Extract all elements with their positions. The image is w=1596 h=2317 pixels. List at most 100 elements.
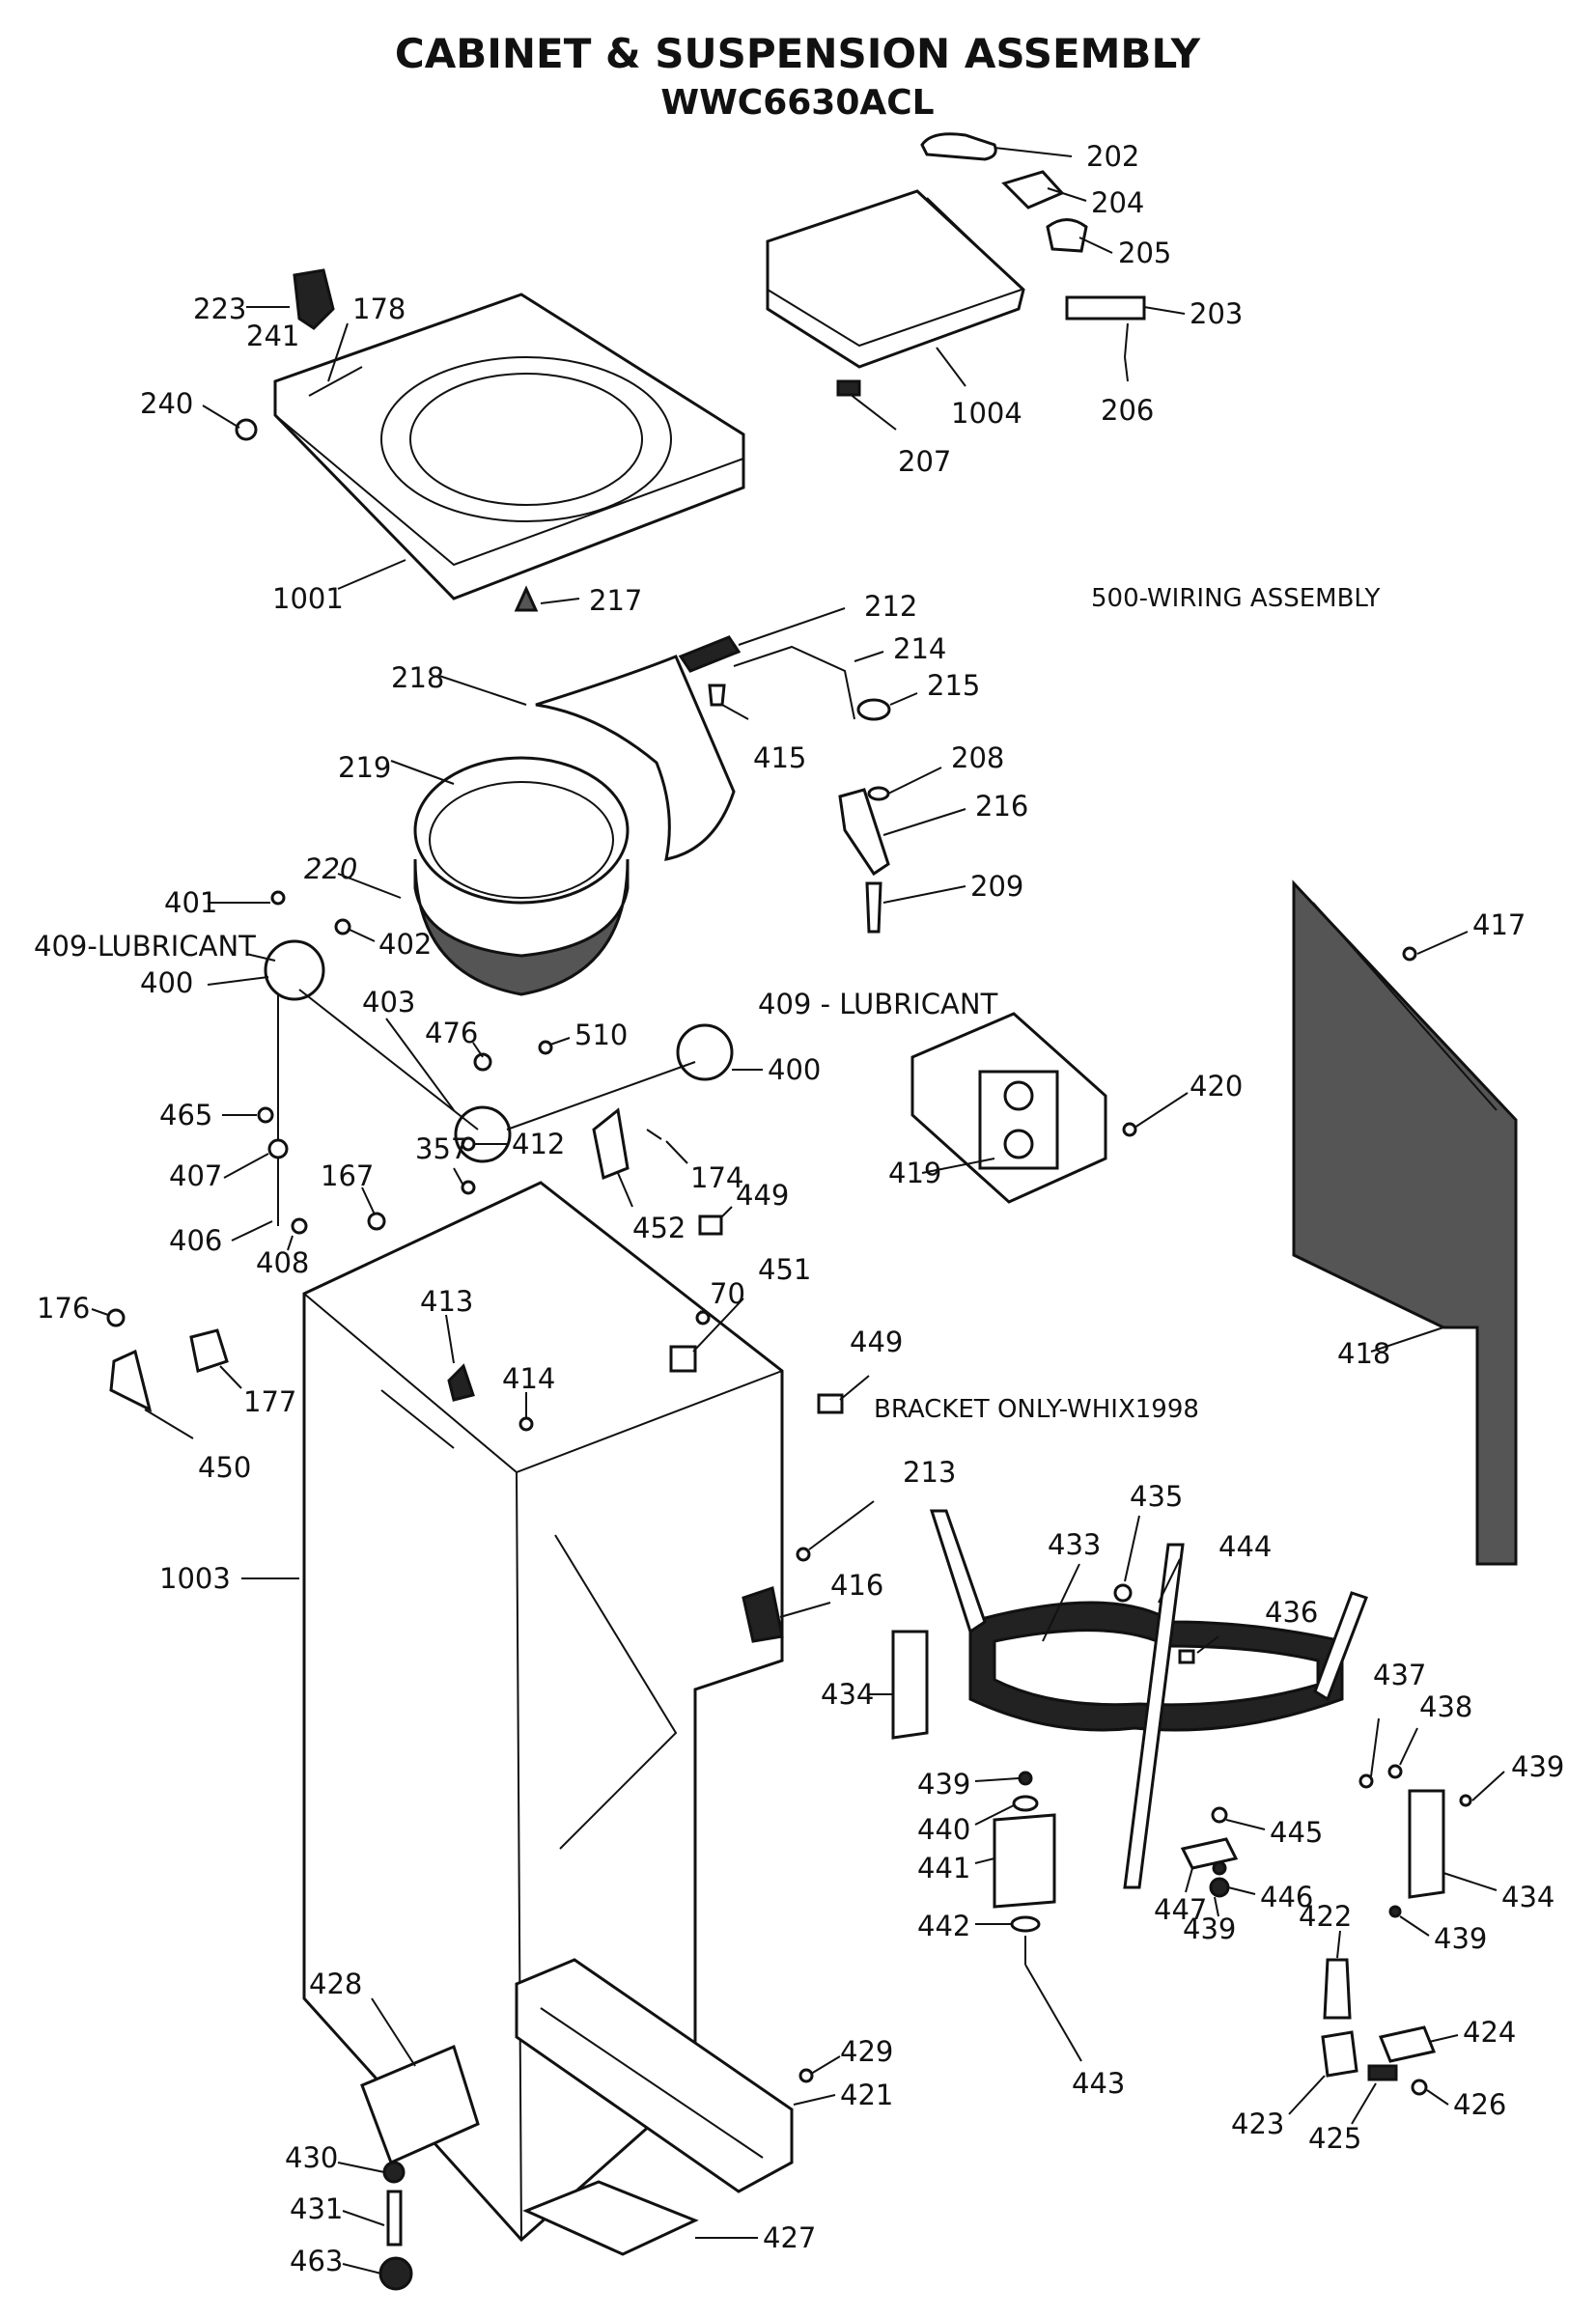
pin-174: [646, 1129, 662, 1140]
screw-167: [367, 1212, 386, 1231]
screw-510: [538, 1040, 553, 1055]
label-204: 204: [1091, 186, 1144, 219]
label-427: 427: [763, 2221, 816, 2254]
screw-402: [334, 918, 351, 935]
junction-box-419: [910, 1012, 1107, 1204]
button-240: [235, 418, 258, 441]
label-416: 416: [830, 1569, 883, 1602]
splash-guard-218: [535, 655, 736, 861]
label-425: 425: [1308, 2122, 1361, 2155]
clip-465: [257, 1106, 274, 1124]
label-241: 241: [246, 320, 299, 352]
clip-413: [447, 1363, 475, 1402]
label-406: 406: [169, 1224, 222, 1257]
label-442: 442: [917, 1910, 970, 1942]
label-400-left: 400: [140, 966, 193, 999]
label-510: 510: [574, 1019, 628, 1051]
label-203: 203: [1190, 297, 1243, 330]
clip-449-a: [698, 1214, 723, 1236]
handle-202: [920, 132, 997, 161]
label-449-b: 449: [850, 1326, 903, 1358]
bracket-451: [669, 1345, 697, 1373]
screw-429: [798, 2068, 814, 2083]
model-number: WWC6630ACL: [660, 83, 934, 123]
label-476: 476: [425, 1017, 478, 1049]
screw-70: [695, 1310, 711, 1326]
label-401: 401: [164, 886, 217, 919]
label-434-right: 434: [1501, 1881, 1554, 1913]
nut-430: [382, 2161, 406, 2184]
pulley-400-left: [264, 939, 325, 1001]
label-428: 428: [309, 1968, 362, 2000]
label-409-left: 409-LUBRICANT: [34, 930, 256, 963]
note-wiring-assembly: 500-WIRING ASSEMBLY: [1091, 584, 1380, 613]
label-1003: 1003: [159, 1562, 231, 1595]
switch-416: [742, 1586, 784, 1643]
label-412: 412: [512, 1128, 565, 1160]
screw-445: [1211, 1806, 1228, 1824]
label-444: 444: [1218, 1530, 1272, 1563]
label-441: 441: [917, 1852, 970, 1884]
note-bracket-only: BRACKET ONLY-WHIX1998: [874, 1395, 1199, 1424]
bolt-435: [1113, 1583, 1133, 1603]
foot-217: [514, 585, 539, 612]
base-rail-421: [515, 1958, 794, 2193]
label-413: 413: [420, 1285, 473, 1318]
mount-441: [993, 1813, 1056, 1909]
leveling-plate-428: [360, 2044, 480, 2165]
label-202: 202: [1086, 140, 1139, 173]
part-212: [678, 635, 742, 673]
washer-442: [1010, 1915, 1041, 1933]
washer-408: [291, 1217, 308, 1235]
label-1004: 1004: [951, 397, 1022, 430]
label-178: 178: [352, 293, 406, 325]
top-panel-1001: [273, 293, 745, 600]
label-167: 167: [321, 1159, 374, 1192]
nut-476: [473, 1052, 492, 1072]
label-1001: 1001: [272, 582, 344, 615]
label-240: 240: [140, 387, 193, 420]
nut-407: [267, 1138, 289, 1159]
label-465: 465: [159, 1099, 212, 1131]
label-216: 216: [975, 790, 1028, 823]
label-407: 407: [169, 1159, 222, 1192]
label-420: 420: [1190, 1070, 1243, 1103]
hinge-203: [1065, 295, 1146, 321]
label-439-a: 439: [917, 1768, 970, 1801]
label-403: 403: [362, 986, 415, 1019]
screw-437: [1358, 1773, 1374, 1789]
label-209: 209: [970, 870, 1023, 903]
back-panel-418: [1292, 879, 1518, 1566]
label-447: 447: [1154, 1893, 1207, 1926]
label-463: 463: [290, 2245, 343, 2277]
label-440: 440: [917, 1813, 970, 1846]
label-214: 214: [893, 632, 946, 665]
screw-414: [518, 1416, 534, 1432]
label-434-left: 434: [821, 1678, 874, 1711]
washer-208: [867, 786, 890, 801]
label-400-right: 400: [768, 1053, 821, 1086]
nut-446: [1209, 1877, 1230, 1898]
cable-2: [506, 1061, 696, 1131]
label-431: 431: [290, 2192, 343, 2225]
label-421: 421: [840, 2079, 893, 2111]
label-450: 450: [198, 1451, 251, 1484]
label-223: 223: [193, 293, 246, 325]
label-208: 208: [951, 741, 1004, 774]
bolt-209: [865, 881, 882, 934]
label-422: 422: [1299, 1900, 1352, 1933]
plate-434-right: [1408, 1789, 1445, 1899]
part-423: [1321, 2030, 1358, 2078]
cap-215: [856, 698, 891, 721]
screw-412: [461, 1136, 476, 1152]
label-424: 424: [1463, 2016, 1516, 2049]
label-217: 217: [589, 584, 642, 617]
label-439-b: 439: [1183, 1912, 1236, 1945]
label-414: 414: [502, 1362, 555, 1395]
plate-434-left: [891, 1630, 929, 1740]
bracket-450: [109, 1349, 153, 1412]
diagram-title: CABINET & SUSPENSION ASSEMBLY: [395, 30, 1201, 77]
label-176: 176: [37, 1292, 90, 1325]
label-430: 430: [285, 2141, 338, 2174]
